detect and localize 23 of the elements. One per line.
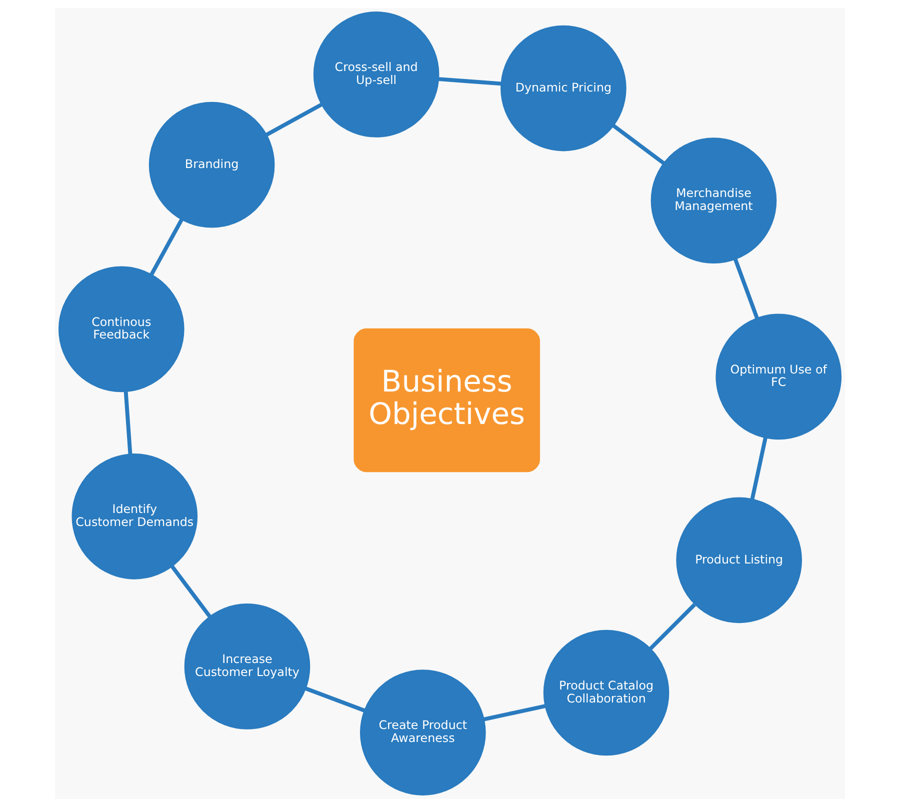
connector bbox=[150, 218, 184, 276]
connector bbox=[266, 102, 322, 136]
node-circle: Optimum Use of FC bbox=[716, 314, 842, 440]
node-circle: Increase Customer Loyalty bbox=[184, 604, 310, 730]
node-circle: Dynamic Pricing bbox=[500, 25, 626, 152]
node-circle: Continous Feedback bbox=[58, 266, 184, 392]
connector bbox=[305, 686, 366, 712]
connector bbox=[612, 124, 665, 165]
node-box: Business Objectives bbox=[354, 328, 540, 472]
node-circle: Product Catalog Collaboration bbox=[543, 630, 670, 756]
node-circle: Identify Customer Demands bbox=[72, 454, 198, 580]
connector bbox=[750, 437, 768, 500]
connector bbox=[170, 565, 212, 618]
node-circle: Merchandise Management bbox=[650, 138, 777, 264]
node-circle: Branding bbox=[148, 102, 275, 228]
connector bbox=[438, 77, 502, 86]
connector bbox=[484, 704, 546, 722]
connector bbox=[733, 258, 759, 319]
connector bbox=[649, 603, 696, 650]
node-circle: Product Listing bbox=[676, 497, 802, 624]
node-circle: Cross-sell and Up-sell bbox=[313, 12, 440, 138]
connector bbox=[124, 391, 132, 454]
node-circle: Create Product Awareness bbox=[360, 670, 486, 796]
